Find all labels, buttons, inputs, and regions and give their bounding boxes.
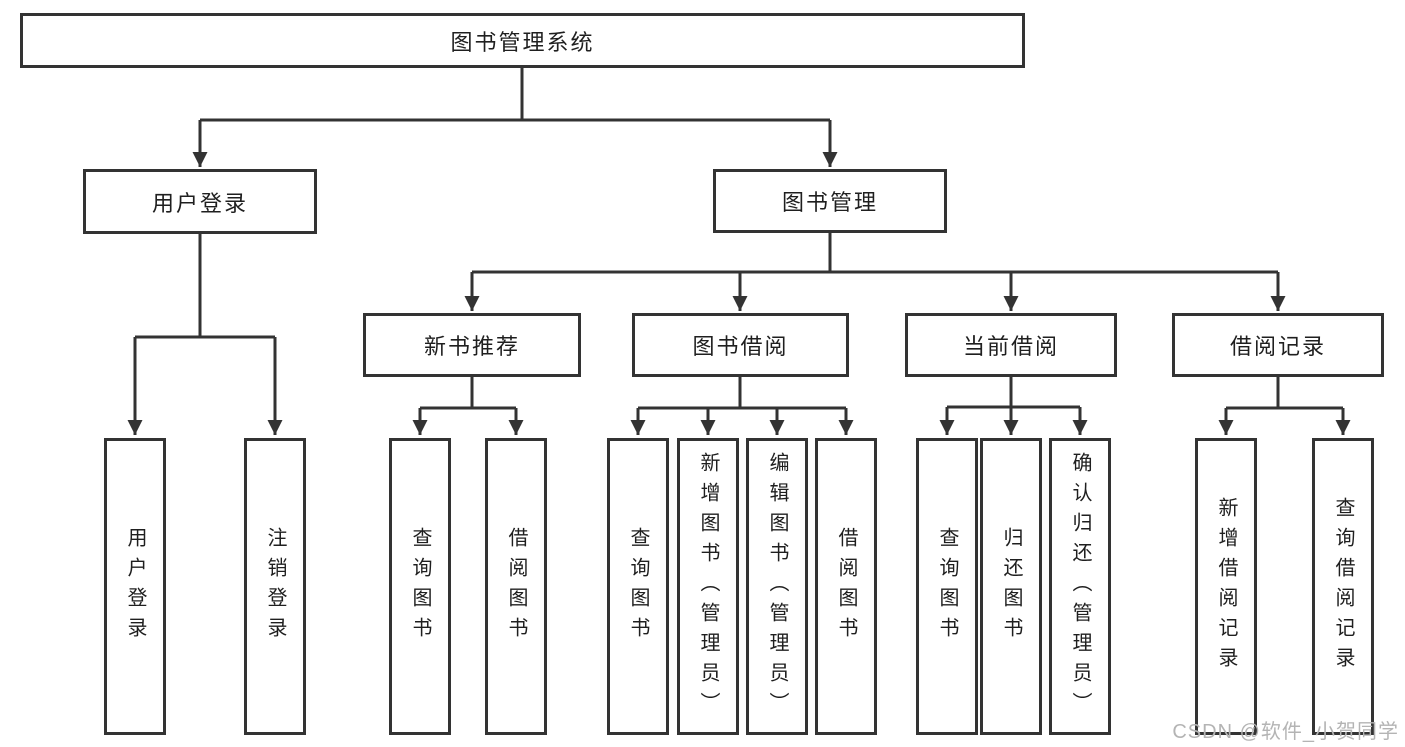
leaf-nbr-borrow-books: 借阅图书 xyxy=(485,438,547,735)
leaf-nbr-borrow-books-label: 借阅图书 xyxy=(505,526,527,647)
node-current-borrow: 当前借阅 xyxy=(905,313,1117,377)
leaf-cb-query-books-label: 查询图书 xyxy=(936,526,958,647)
leaf-user-login: 用户登录 xyxy=(104,438,166,735)
node-root-system: 图书管理系统 xyxy=(20,13,1025,68)
node-new-book-recommend: 新书推荐 xyxy=(363,313,581,377)
leaf-br-query-record: 查询借阅记录 xyxy=(1312,438,1374,735)
leaf-cb-return-books-label: 归还图书 xyxy=(1000,526,1022,647)
leaf-bb-borrow-books-label: 借阅图书 xyxy=(835,526,857,647)
node-borrow-records: 借阅记录 xyxy=(1172,313,1384,377)
leaf-bb-add-books-admin-label: 新增图书（管理员） xyxy=(697,451,719,722)
leaf-bb-query-books: 查询图书 xyxy=(607,438,669,735)
node-book-management: 图书管理 xyxy=(713,169,947,233)
node-book-borrow: 图书借阅 xyxy=(632,313,849,377)
leaf-br-query-record-label: 查询借阅记录 xyxy=(1332,496,1354,677)
leaf-cb-confirm-return-admin-label: 确认归还（管理员） xyxy=(1069,451,1091,722)
leaf-logout: 注销登录 xyxy=(244,438,306,735)
leaf-cb-confirm-return-admin: 确认归还（管理员） xyxy=(1049,438,1111,735)
leaf-bb-borrow-books: 借阅图书 xyxy=(815,438,877,735)
leaf-br-add-record: 新增借阅记录 xyxy=(1195,438,1257,735)
leaf-bb-add-books-admin: 新增图书（管理员） xyxy=(677,438,739,735)
leaf-logout-label: 注销登录 xyxy=(264,526,286,647)
leaf-user-login-label: 用户登录 xyxy=(124,526,146,647)
leaf-nbr-query-books: 查询图书 xyxy=(389,438,451,735)
leaf-nbr-query-books-label: 查询图书 xyxy=(409,526,431,647)
csdn-watermark: CSDN @软件_小贺同学 xyxy=(1172,721,1399,743)
connector-trunks xyxy=(135,68,1343,410)
leaf-bb-query-books-label: 查询图书 xyxy=(627,526,649,647)
leaf-bb-edit-books-admin: 编辑图书（管理员） xyxy=(746,438,808,735)
leaf-bb-edit-books-admin-label: 编辑图书（管理员） xyxy=(766,451,788,722)
leaf-br-add-record-label: 新增借阅记录 xyxy=(1215,496,1237,677)
leaf-cb-query-books: 查询图书 xyxy=(916,438,978,735)
node-user-login: 用户登录 xyxy=(83,169,317,234)
leaf-cb-return-books: 归还图书 xyxy=(980,438,1042,735)
